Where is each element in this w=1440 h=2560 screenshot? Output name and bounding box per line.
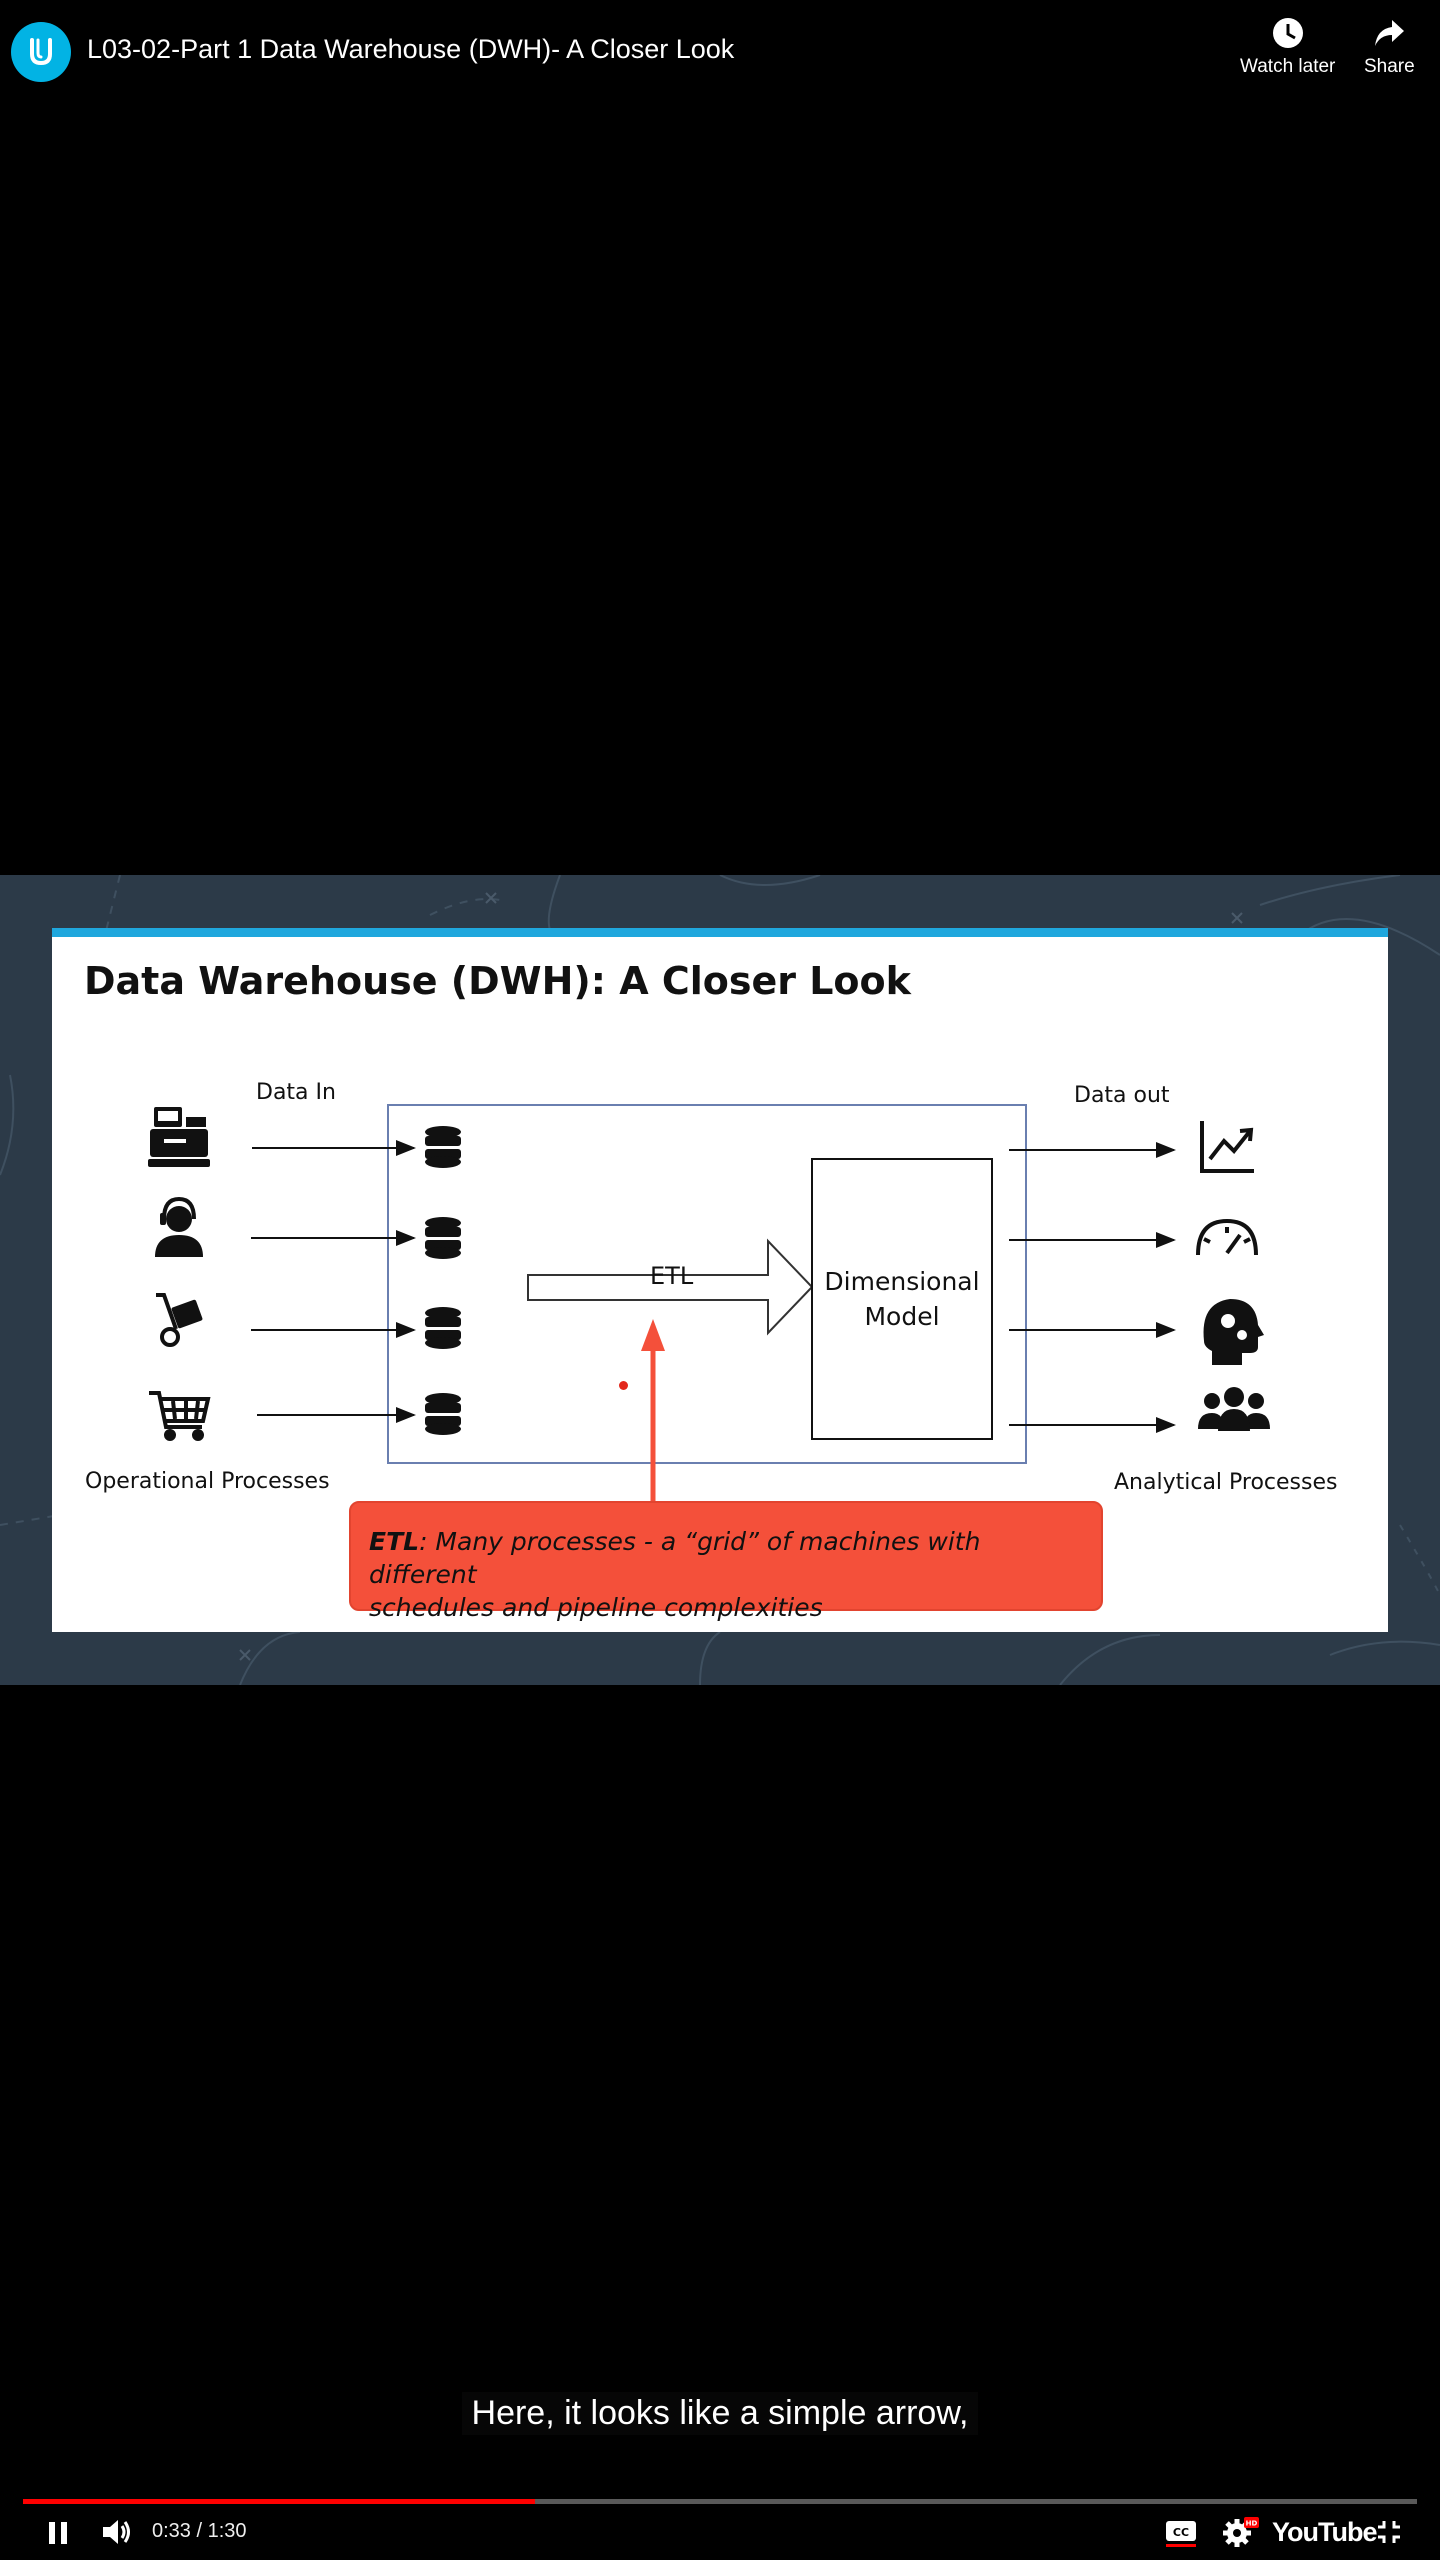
dimensional-model-label: Dimensional Model: [812, 1159, 992, 1439]
watch-later-button[interactable]: Watch later: [1240, 16, 1335, 78]
pointer-dot: [619, 1381, 628, 1390]
data-in-label: Data In: [256, 1080, 336, 1105]
pause-icon: [49, 2522, 67, 2544]
shopping-cart-icon: [149, 1391, 211, 1441]
settings-button[interactable]: HD: [1222, 2510, 1260, 2554]
dimensional-model-box: [811, 1158, 993, 1440]
support-agent-icon: [155, 1196, 203, 1257]
callout-line1: : Many processes - a “grid” of machines …: [369, 1527, 981, 1589]
exit-fullscreen-icon: [1378, 2521, 1400, 2543]
gear-hd-icon: HD: [1223, 2517, 1259, 2547]
head-gears-icon: [1203, 1299, 1264, 1365]
progress-bar[interactable]: [23, 2499, 1417, 2504]
slide-title: Data Warehouse (DWH): A Closer Look: [84, 959, 911, 1003]
clock-icon: [1272, 18, 1303, 48]
progress-played: [23, 2499, 535, 2504]
data-out-label: Data out: [1074, 1083, 1170, 1108]
speedometer-icon: [1196, 1218, 1258, 1256]
share-arrow-icon: [1375, 20, 1405, 46]
exit-fullscreen-button[interactable]: [1376, 2510, 1402, 2554]
player-controls: 0:33 / 1:30 CC HD YouTube: [0, 2510, 1440, 2560]
dimensional-model-line1: Dimensional: [824, 1267, 980, 1296]
callout-bold: ETL: [369, 1527, 420, 1556]
udacity-logo-icon: [30, 38, 52, 66]
youtube-logo: YouTube: [1272, 2516, 1377, 2547]
captions-button[interactable]: CC: [1164, 2510, 1198, 2554]
database-icon: [425, 1126, 461, 1435]
dwh-boundary-box: [387, 1104, 1027, 1464]
hand-truck-icon: [156, 1293, 203, 1347]
etl-arrow-shape: [527, 1238, 814, 1336]
svg-text:CC: CC: [1173, 2526, 1189, 2539]
etl-callout: ETL: Many processes - a “grid” of machin…: [349, 1501, 1103, 1622]
pause-button[interactable]: [44, 2510, 72, 2554]
share-label: Share: [1364, 56, 1415, 77]
closed-captions-icon: CC: [1166, 2521, 1196, 2547]
analytical-processes-label: Analytical Processes: [1114, 1470, 1338, 1495]
subtitle-caption: Here, it looks like a simple arrow,: [0, 2392, 1440, 2435]
cash-register-icon: [148, 1107, 210, 1167]
callout-line2: schedules and pipeline complexities: [369, 1593, 823, 1622]
people-group-icon: [1198, 1387, 1270, 1431]
volume-icon: [103, 2520, 130, 2544]
volume-button[interactable]: [100, 2510, 134, 2554]
background-pattern: [0, 875, 1440, 1685]
youtube-logo-button[interactable]: YouTube: [1272, 2510, 1377, 2554]
video-frame[interactable]: Data Warehouse (DWH): A Closer Look: [0, 875, 1440, 1685]
share-button[interactable]: Share: [1364, 16, 1415, 78]
svg-text:HD: HD: [1246, 2520, 1258, 2528]
top-bar: L03-02-Part 1 Data Warehouse (DWH)- A Cl…: [0, 0, 1440, 110]
watch-later-label: Watch later: [1240, 56, 1336, 77]
time-display: 0:33 / 1:30: [152, 2520, 247, 2542]
video-title[interactable]: L03-02-Part 1 Data Warehouse (DWH)- A Cl…: [87, 34, 735, 64]
channel-avatar[interactable]: [11, 22, 71, 82]
operational-processes-label: Operational Processes: [85, 1469, 330, 1494]
dimensional-model-line2: Model: [864, 1302, 940, 1331]
line-chart-icon: [1200, 1121, 1254, 1173]
dwh-diagram: [148, 1104, 1270, 1501]
slide: Data Warehouse (DWH): A Closer Look: [52, 928, 1388, 1632]
etl-label: ETL: [650, 1262, 694, 1290]
caption-text: Here, it looks like a simple arrow,: [461, 2392, 979, 2435]
